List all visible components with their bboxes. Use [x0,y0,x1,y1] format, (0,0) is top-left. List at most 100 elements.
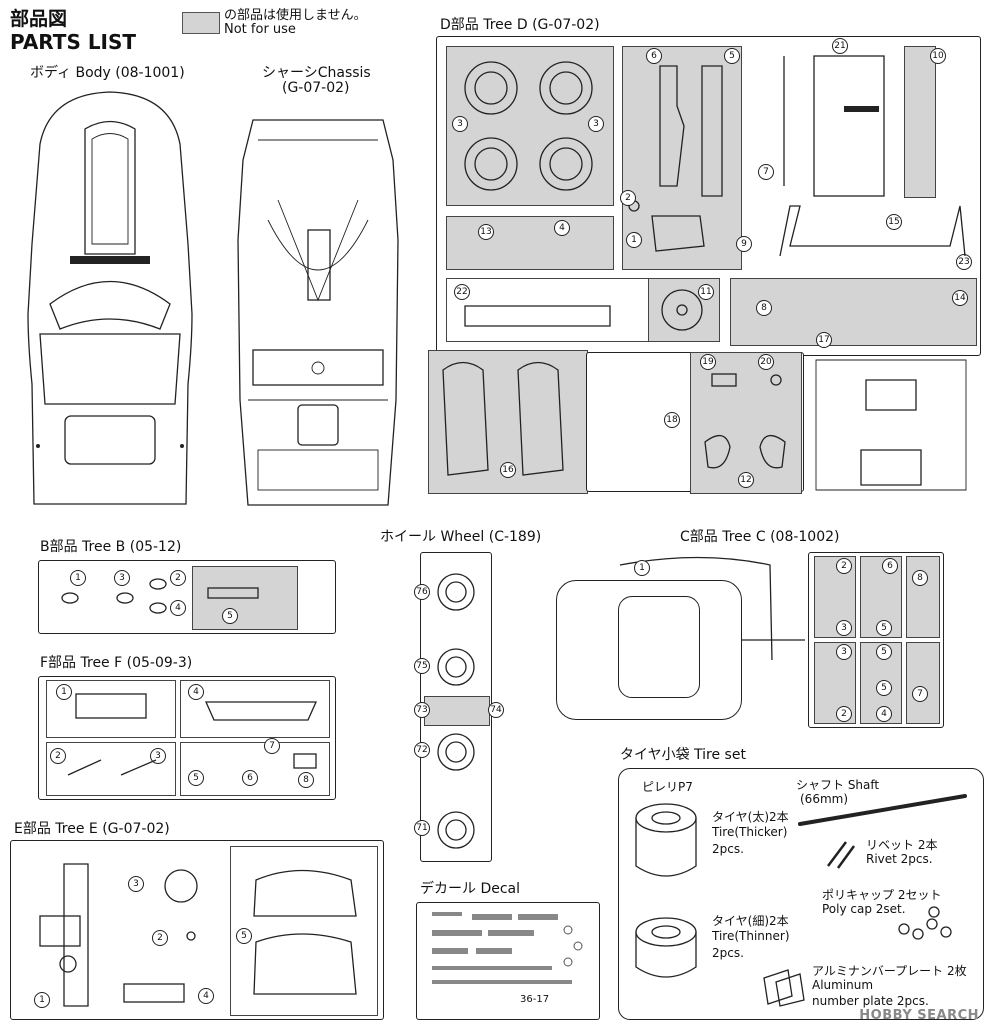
tree-b-num: 5 [222,608,238,624]
tree-b-num: 4 [170,600,186,616]
tree-f-cell1 [46,680,176,738]
tire-set-label: タイヤ小袋 Tire set [620,747,746,763]
tree-d-num: 21 [832,38,848,54]
tree-d-num: 20 [758,354,774,370]
shaft-drawing [798,794,967,826]
tree-e-label: E部品 Tree E (G-07-02) [14,821,170,837]
watermark: HOBBY SEARCH [859,1008,979,1023]
tree-f-num: 8 [298,772,314,788]
tree-d-steering [661,289,703,331]
thick-tire-jp: タイヤ(太)2本 [712,810,789,824]
decal-label: デカール Decal [420,881,521,897]
thick-tire-en: Tire(Thicker) [712,825,788,839]
thin-tire-en: Tire(Thinner) [712,929,790,943]
tree-d-num: 23 [956,254,972,270]
tree-d-num: 17 [816,332,832,348]
tree-c-label: C部品 Tree C (08-1002) [680,529,840,545]
tree-f-num: 7 [264,738,280,754]
tree-c-num: 3 [836,620,852,636]
tree-d-num: 5 [724,48,740,64]
tree-d-num: 14 [952,290,968,306]
polycap-en: Poly cap 2set. [822,902,906,916]
thin-tire-qty: 2pcs. [712,946,744,960]
tree-f-label: F部品 Tree F (05-09-3) [40,655,193,671]
tree-d-wheels-panel [446,46,614,206]
plate-jp: アルミナンバープレート 2枚 [812,964,967,978]
tree-c-num: 4 [876,706,892,722]
plate-en-2: number plate 2pcs. [812,994,929,1008]
tree-d-num: 7 [758,164,774,180]
wheel-gray-panel [424,696,490,726]
polycap-drawing [898,906,952,940]
thin-tire-jp: タイヤ(細)2本 [712,914,789,928]
tree-c-num: 2 [836,706,852,722]
decal-code: 36-17 [520,994,550,1005]
tree-c-num: 5 [876,644,892,660]
tree-d-interior [783,55,885,197]
wheel-num: 75 [414,658,430,674]
tree-d-label: D部品 Tree D (G-07-02) [440,17,600,33]
tree-d-wheels [464,61,593,191]
tree-d-num: 3 [452,116,468,132]
tree-d-num: 11 [698,284,714,300]
shaft-size: (66mm) [800,792,849,806]
tree-d-rollbar [779,205,966,257]
wheel-num: 72 [414,742,430,758]
tree-d-num: 15 [886,214,902,230]
tree-c-windshield [618,596,700,698]
tree-d-num: 4 [554,220,570,236]
legend-en: Not for use [224,22,296,37]
tree-d-dash-panel [904,46,936,198]
wheel-num: 76 [414,584,430,600]
tree-f-num: 6 [242,770,258,786]
rivet-jp: リベット 2本 [866,838,938,852]
tree-e-divider [230,846,378,1016]
tree-f-num: 1 [56,684,72,700]
title-en: PARTS LIST [10,30,137,54]
tree-f-cell3 [46,742,176,796]
tree-c-num: 8 [912,570,928,586]
wheel-num: 71 [414,820,430,836]
tree-d-small-panel [446,216,614,270]
tree-d-num: 1 [626,232,642,248]
tree-f-num: 4 [188,684,204,700]
tree-d-row3-right-panel [730,278,977,346]
tree-d-num: 8 [756,300,772,316]
tree-f-num: 2 [50,748,66,764]
tree-b-parts [61,578,259,614]
tree-d-num: 9 [736,236,752,252]
tree-d-seats [442,361,564,476]
body-label: ボディ Body (08-1001) [30,65,185,81]
tree-d-num: 22 [454,284,470,300]
tree-d-num: 3 [588,116,604,132]
tree-e-num: 5 [236,928,252,944]
tree-c-cell6 [906,642,940,724]
tree-e-num: 3 [128,876,144,892]
tree-f-num: 5 [188,770,204,786]
tree-d-num: 10 [930,48,946,64]
tree-f-num: 3 [150,748,166,764]
tree-e-num: 1 [34,992,50,1008]
tree-e-num: 2 [152,930,168,946]
tree-e-parts [39,863,357,1007]
tree-c-num: 3 [836,644,852,660]
tree-f-cell2 [180,680,330,738]
tree-b-num: 2 [170,570,186,586]
polycap-jp: ポリキャップ 2セット [822,888,942,902]
tree-d-arms [628,65,723,252]
tire-thin-drawing [635,917,697,978]
tree-d-side-sketch [815,359,967,491]
legend-jp: の部品は使用しません。 [224,8,367,23]
tire-brand: ピレリP7 [642,780,693,794]
chassis-drawing [237,119,399,506]
decal-sheet [416,902,600,1020]
number-plate-drawing [763,969,805,1007]
tree-b-num: 1 [70,570,86,586]
tree-d-num: 6 [646,48,662,64]
wheel-num: 73 [414,702,430,718]
tree-e-frame [10,840,384,1020]
tree-c-num: 5 [876,620,892,636]
thick-tire-qty: 2pcs. [712,842,744,856]
wheel-label: ホイール Wheel (C-189) [380,529,542,545]
legend-swatch [182,12,220,34]
